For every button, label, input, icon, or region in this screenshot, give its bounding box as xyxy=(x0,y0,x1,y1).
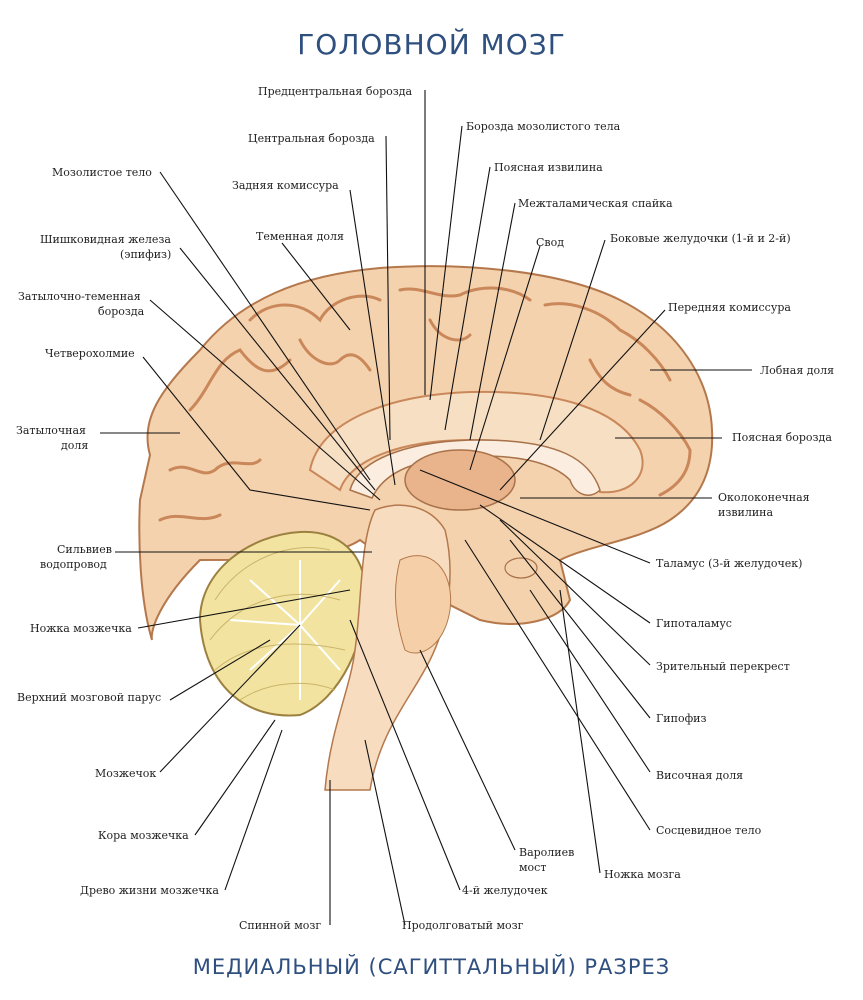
brain-illustration xyxy=(139,266,712,790)
label-occipital-lobe-1: Затылочная xyxy=(16,424,86,437)
label-pons-1: Варолиев xyxy=(519,846,574,859)
label-cingulate-sulcus: Поясная борозда xyxy=(732,431,832,444)
label-parietal-lobe: Теменная доля xyxy=(256,230,344,243)
label-parieto-occipital-2: борозда xyxy=(98,305,145,318)
label-cingulate-gyrus: Поясная извилина xyxy=(494,161,603,174)
label-temporal-lobe: Височная доля xyxy=(656,769,743,782)
label-hypothalamus: Гипоталамус xyxy=(656,617,732,630)
label-paraterminal-gyrus-2: извилина xyxy=(718,506,774,519)
label-superior-velum: Верхний мозговой парус xyxy=(17,691,161,704)
label-occipital-lobe-2: доля xyxy=(61,439,88,452)
label-arbor-vitae: Древо жизни мозжечка xyxy=(80,884,219,897)
label-sylvian-aqueduct-2: водопровод xyxy=(40,558,107,571)
label-spinal-cord: Спинной мозг xyxy=(239,919,321,932)
label-cerebellar-cortex: Кора мозжечка xyxy=(98,829,189,842)
diagram-subtitle: МЕДИАЛЬНЫЙ (САГИТТАЛЬНЫЙ) РАЗРЕЗ xyxy=(0,955,863,979)
label-optic-chiasm: Зрительный перекрест xyxy=(656,660,790,673)
thalamus-shape xyxy=(405,450,515,510)
label-parieto-occipital-1: Затылочно-теменная xyxy=(18,290,141,303)
label-posterior-commissure: Задняя комиссура xyxy=(232,179,339,192)
label-pituitary: Гипофиз xyxy=(656,712,707,725)
label-pineal-gland-2: (эпифиз) xyxy=(120,248,171,261)
label-quadrigemina: Четверохолмие xyxy=(45,347,135,360)
label-anterior-commissure: Передняя комиссура xyxy=(668,301,791,314)
pons-shape xyxy=(395,556,450,653)
label-sylvian-aqueduct-1: Сильвиев xyxy=(57,543,112,556)
label-cerebral-peduncle: Ножка мозга xyxy=(604,868,681,881)
label-cerebellar-peduncle: Ножка мозжечка xyxy=(30,622,132,635)
label-precentral-sulcus: Предцентральная борозда xyxy=(258,85,413,98)
label-fornix: Свод xyxy=(536,236,564,249)
label-central-sulcus: Центральная борозда xyxy=(248,132,375,145)
label-corpus-callosum-sulcus: Борозда мозолистого тела xyxy=(466,120,621,133)
label-thalamus: Таламус (3-й желудочек) xyxy=(656,557,802,570)
label-paraterminal-gyrus-1: Околоконечная xyxy=(718,491,810,504)
label-cerebellum: Мозжечок xyxy=(95,767,156,780)
label-lateral-ventricles: Боковые желудочки (1-й и 2-й) xyxy=(610,232,791,245)
label-frontal-lobe: Лобная доля xyxy=(760,364,834,377)
label-pineal-gland-1: Шишковидная железа xyxy=(40,233,171,246)
label-interthalamic-adhesion: Межталамическая спайка xyxy=(518,197,673,210)
label-mammillary-body: Сосцевидное тело xyxy=(656,824,762,837)
label-medulla: Продолговатый мозг xyxy=(402,919,524,932)
label-fourth-ventricle: 4-й желудочек xyxy=(462,884,548,897)
label-corpus-callosum: Мозолистое тело xyxy=(52,166,152,179)
label-pons-2: мост xyxy=(519,861,546,874)
